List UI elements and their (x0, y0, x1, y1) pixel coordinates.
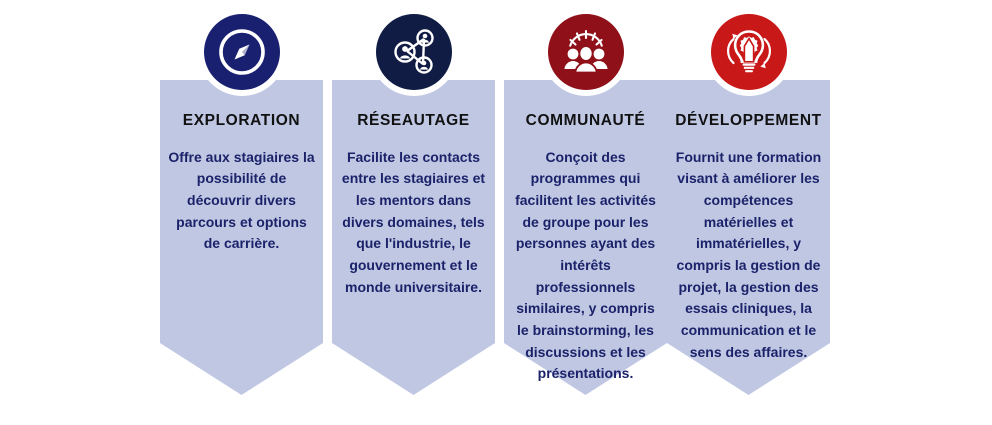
banner-content-reseautage: RÉSEAUTAGE Facilite les contacts entre l… (332, 80, 495, 298)
panel-reseautage: RÉSEAUTAGE Facilite les contacts entre l… (332, 0, 495, 425)
banner-content-exploration: EXPLORATION Offre aux stagiaires la poss… (160, 80, 323, 255)
banner-content-communaute: COMMUNAUTÉ Conçoit des programmes qui fa… (504, 80, 667, 385)
panel-exploration: EXPLORATION Offre aux stagiaires la poss… (160, 0, 323, 425)
panel-developpement: DÉVELOPPEMENT Fournit une formation visa… (667, 0, 830, 425)
panel-body-communaute: Conçoit des programmes qui facilitent le… (515, 148, 656, 382)
icon-badge-communaute (541, 8, 630, 96)
panel-title-exploration: EXPLORATION (182, 112, 301, 129)
icon-badge-developpement (704, 8, 793, 96)
panel-body-developpement: Fournit une formation visant à améliorer… (675, 148, 822, 360)
banner-shape-reseautage (332, 80, 495, 395)
lightbulb-gear-pencil-icon (710, 14, 787, 90)
icon-badge-exploration (197, 8, 286, 96)
panel-title-communaute: COMMUNAUTÉ (525, 112, 646, 129)
compass-icon (203, 14, 280, 90)
banner-shape-communaute (504, 80, 667, 395)
people-network-icon (375, 14, 452, 90)
panel-title-reseautage: RÉSEAUTAGE (357, 112, 470, 129)
panel-title-developpement: DÉVELOPPEMENT (675, 112, 822, 129)
community-group-icon (547, 14, 624, 90)
icon-badge-reseautage (369, 8, 458, 96)
panel-body-exploration: Offre aux stagiaires la possibilité de d… (168, 148, 315, 252)
banner-shape-exploration (160, 80, 323, 395)
banner-shape-developpement (667, 80, 830, 395)
panel-body-reseautage: Facilite les contacts entre les stagiair… (341, 148, 486, 295)
panel-communaute: COMMUNAUTÉ Conçoit des programmes qui fa… (504, 0, 667, 425)
banner-content-developpement: DÉVELOPPEMENT Fournit une formation visa… (667, 80, 830, 363)
